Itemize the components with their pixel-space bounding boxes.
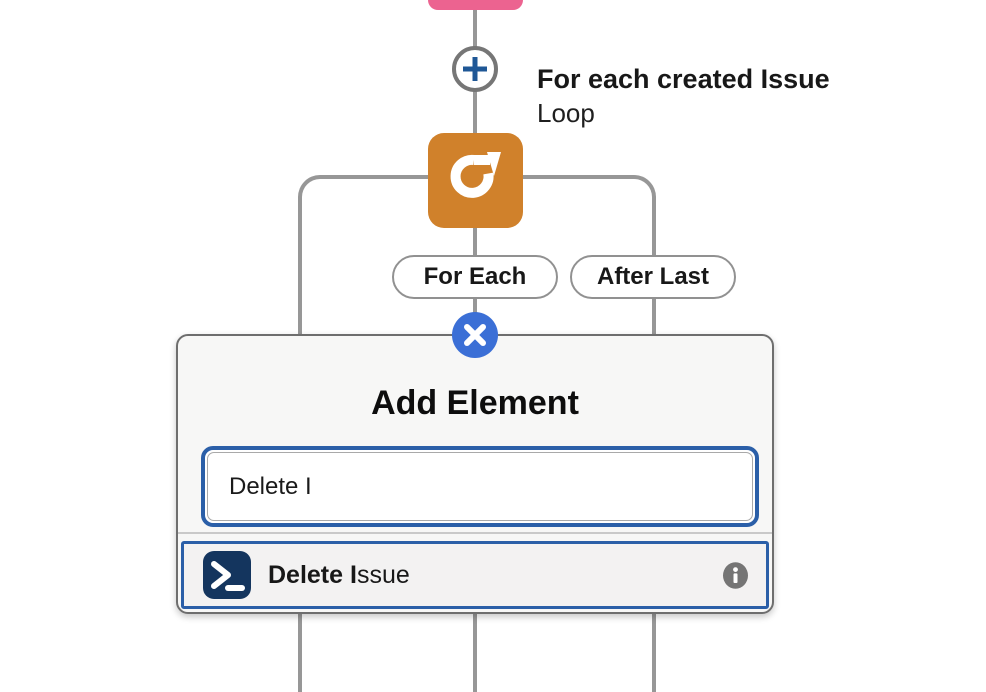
loop-node-label: For each created Issue Loop (537, 62, 830, 130)
loop-node[interactable] (428, 133, 523, 228)
connector-line (473, 298, 477, 314)
connector-line (652, 203, 656, 256)
add-node-button[interactable] (452, 46, 498, 92)
connector-line (473, 614, 477, 692)
info-icon[interactable] (722, 561, 749, 589)
x-icon (452, 312, 498, 358)
connector-line (320, 175, 428, 179)
plus-icon (459, 53, 491, 85)
loop-icon (443, 148, 509, 214)
branch-pill-label: For Each (423, 263, 527, 290)
result-item-delete-issue[interactable]: Delete Issue (181, 541, 769, 609)
branch-pill-after-last: After Last (570, 255, 736, 299)
add-element-popup: Add Element Delete Issue (176, 334, 774, 614)
connector-line (473, 226, 477, 256)
connector-line (473, 91, 477, 134)
branch-pill-label: After Last (596, 263, 710, 290)
connector-elbow (298, 175, 324, 205)
result-label: Delete Issue (268, 561, 410, 590)
connector-line (473, 9, 477, 47)
results-divider (178, 532, 772, 534)
search-input[interactable] (207, 452, 753, 521)
search-box (201, 446, 759, 527)
terminal-icon (203, 551, 251, 599)
connector-elbow (630, 175, 656, 205)
connector-line (652, 298, 656, 335)
popup-title: Add Element (371, 384, 579, 422)
connector-line (523, 175, 632, 179)
result-label-match: Delete I (268, 560, 357, 589)
connector-line (652, 614, 656, 692)
connector-line (298, 614, 302, 692)
loop-node-title: For each created Issue (537, 64, 830, 94)
close-button[interactable] (452, 312, 498, 358)
connector-line (298, 203, 302, 335)
branch-pill-for-each: For Each (392, 255, 558, 299)
loop-node-subtitle: Loop (537, 98, 595, 128)
result-label-rest: ssue (356, 560, 410, 589)
previous-node-fragment[interactable] (428, 0, 523, 10)
